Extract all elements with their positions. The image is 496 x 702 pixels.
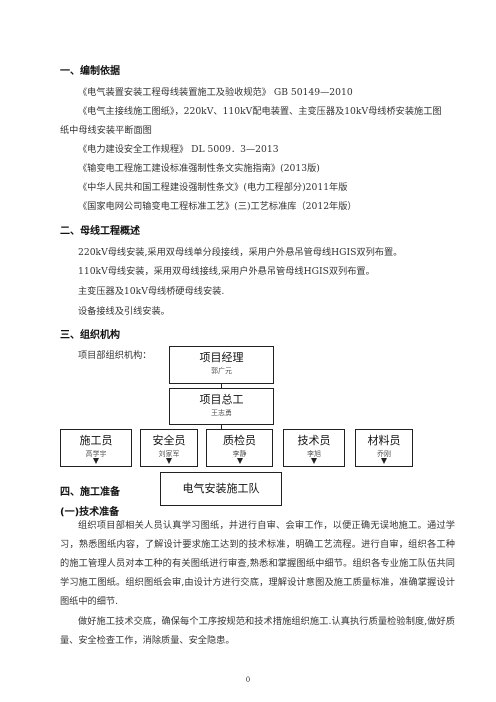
- reference-item: 《中华人民共和国工程建设强制性条文》(电力工程部分)2011年版: [78, 182, 348, 193]
- role-title: 项目经理: [199, 351, 244, 364]
- reference-item: 《电力建设安全工作规程》 DL 5009．3—2013: [78, 144, 279, 155]
- tech-prep-paragraph: 组织项目部相关人员认真学习图纸，并进行自审、会审工作，以便正确无误地施工。通过学…: [60, 520, 455, 607]
- org-box-materials-officer: 材料员 乔刚: [355, 429, 413, 467]
- section-heading-overview: 二、母线工程概述: [60, 226, 140, 237]
- reference-item: 纸中母线安装平断面图: [60, 125, 152, 136]
- person-name: 李静: [232, 450, 247, 458]
- role-title: 材料员: [367, 434, 401, 447]
- down-arrow-icon: [166, 458, 172, 464]
- overview-item: 设备接线及引线安装。: [78, 306, 170, 317]
- role-title: 技术员: [297, 434, 331, 447]
- org-box-construction-officer: 施工员 高学宇: [60, 429, 132, 467]
- down-arrow-icon: [381, 458, 387, 464]
- org-box-quality-inspector: 质检员 李静: [206, 429, 273, 467]
- person-name: 王志勇: [211, 409, 232, 417]
- overview-item: 主变压器及10kV母线桥硬母线安装.: [78, 286, 225, 297]
- role-title: 施工员: [79, 434, 113, 447]
- org-box-electrical-team: 电气安装施工队: [160, 472, 282, 506]
- section-heading-preparation: 四、施工准备: [60, 487, 120, 498]
- reference-item: 《输变电工程施工建设标准强制性条文实施指南》(2013版): [78, 163, 320, 174]
- person-name: 刘家军: [158, 450, 180, 458]
- subsection-heading-technical: (一)技术准备: [60, 507, 120, 518]
- person-name: 郭广元: [211, 367, 232, 375]
- reference-item: 《电气装置安装工程母线装置施工及验收规范》 GB 50149—2010: [78, 87, 353, 98]
- org-box-manager: 项目经理 郭广元: [169, 346, 274, 384]
- person-name: 乔刚: [377, 450, 391, 458]
- org-box-chief-engineer: 项目总工 王志勇: [169, 388, 274, 425]
- section-heading-basis: 一、编制依据: [60, 66, 120, 77]
- overview-item: 220kV母线安装,采用双母线单分段接线，采用户外悬吊管母线HGIS双列布置。: [78, 247, 403, 258]
- page-number: 0: [245, 676, 251, 684]
- org-connector: [221, 384, 222, 388]
- reference-item: 《电气主接线施工图纸》，220kV、110kV配电装置、主变压器及10kV母线桥…: [78, 106, 442, 117]
- tech-prep-paragraph: 做好施工技术交底，确保每个工序按规范和技术措施组织施工.认真执行质量检验制度,做…: [60, 616, 455, 646]
- org-connector: [221, 425, 222, 429]
- reference-item: 《国家电网公司输变电工程标准工艺》(三)工艺标准库（2012年版）: [78, 201, 357, 212]
- section-heading-organization: 三、组织机构: [60, 330, 120, 341]
- org-intro: 项目部组织机构：: [78, 350, 152, 361]
- role-title: 安全员: [152, 434, 186, 447]
- down-arrow-icon: [311, 458, 317, 464]
- person-name: 高学宇: [85, 450, 107, 458]
- org-box-technician: 技术员 李旭: [283, 429, 345, 467]
- role-title: 质检员: [223, 434, 256, 447]
- person-name: 李旭: [307, 450, 321, 458]
- down-arrow-icon: [93, 458, 99, 464]
- role-title: 项目总工: [199, 393, 244, 406]
- down-arrow-icon: [237, 458, 243, 464]
- overview-item: 110kV母线安装，采用双母线接线,采用户外悬吊管母线HGIS双列布置。: [78, 266, 375, 277]
- team-title: 电气安装施工队: [182, 482, 260, 495]
